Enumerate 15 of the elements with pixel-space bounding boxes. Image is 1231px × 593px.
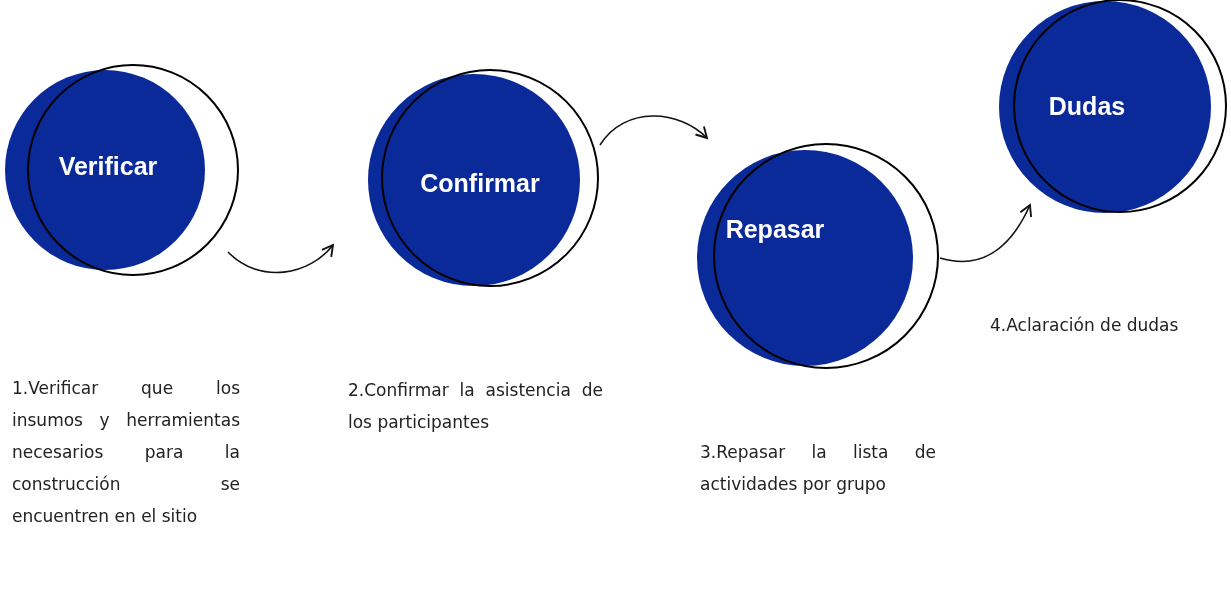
curved-arrow: [227, 244, 334, 274]
curved-arrow: [599, 115, 708, 146]
step-circle: [997, 0, 1228, 215]
step-description: 1.Verificar que los insumos y herramientas necesarios para la construcción se encuentren en el sitio: [12, 377, 240, 528]
step-title: Verificar: [58, 151, 158, 183]
step-title: Repasar: [725, 214, 825, 246]
step-title: Confirmar: [420, 168, 540, 200]
step-title: Dudas: [1048, 91, 1126, 123]
step-description: 2.Confirmar la asistencia de los participantes: [348, 379, 603, 434]
curved-arrow: [939, 204, 1032, 263]
step-description: 4.Aclaración de dudas: [990, 314, 1180, 337]
step-circle: [3, 63, 240, 277]
step-description: 3.Repasar la lista de actividades por grupo: [700, 441, 936, 496]
step-circle: [366, 68, 600, 288]
step-circle: [695, 142, 940, 370]
